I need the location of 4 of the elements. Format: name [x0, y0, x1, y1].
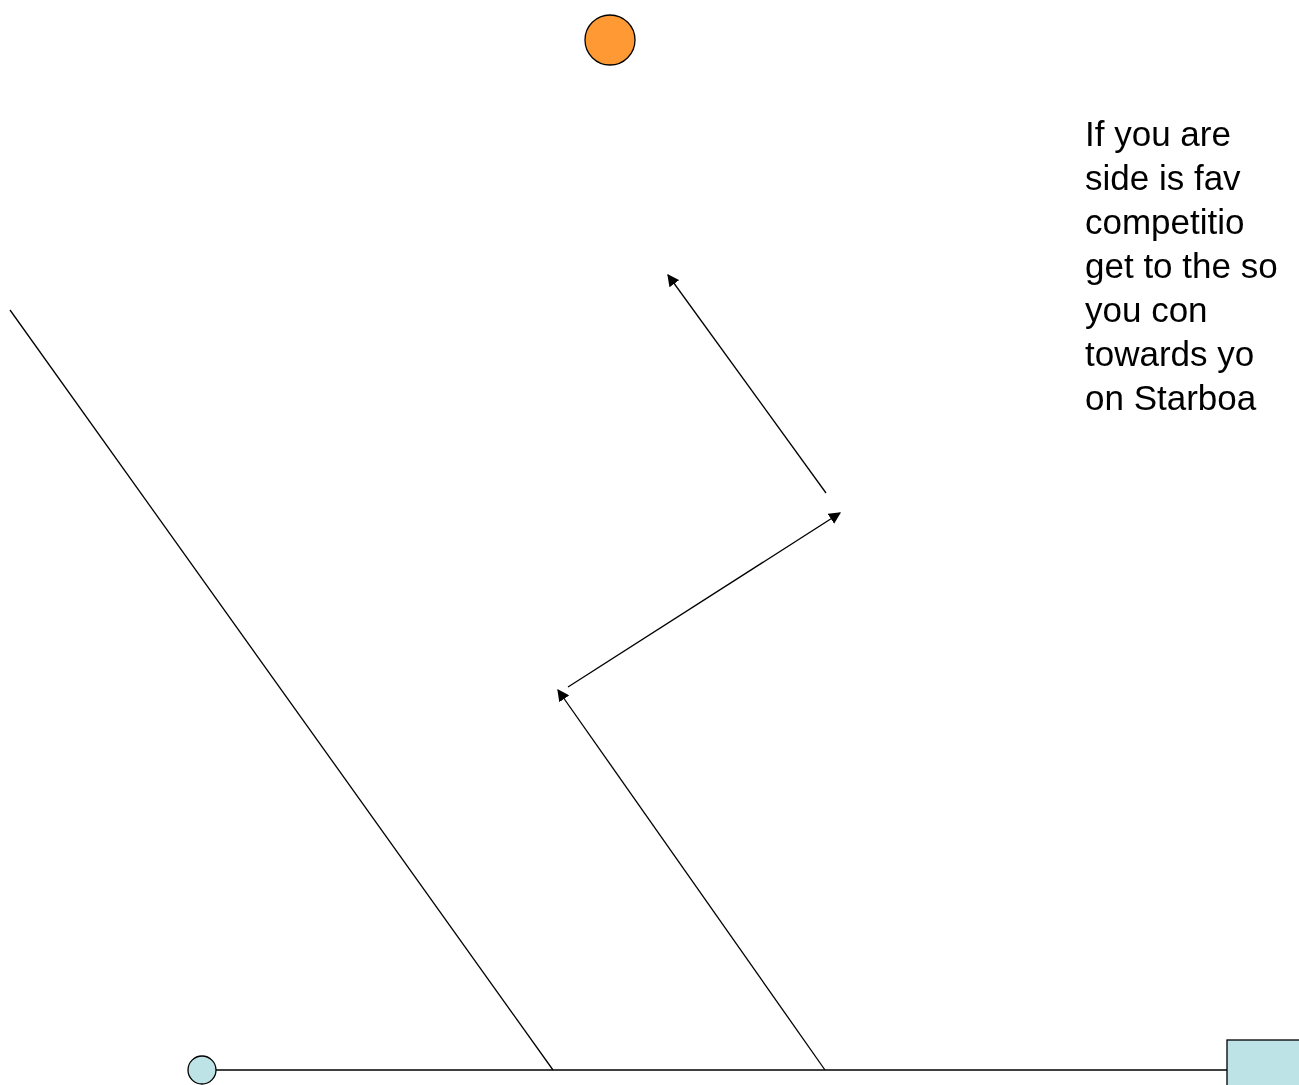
mark-buoy — [584, 14, 636, 66]
note-text: If you are side is fav competitio get to the so you con towards yo on Starboa — [1085, 113, 1279, 419]
pin-end-buoy — [187, 1055, 217, 1085]
committee-boat — [1226, 1039, 1299, 1085]
